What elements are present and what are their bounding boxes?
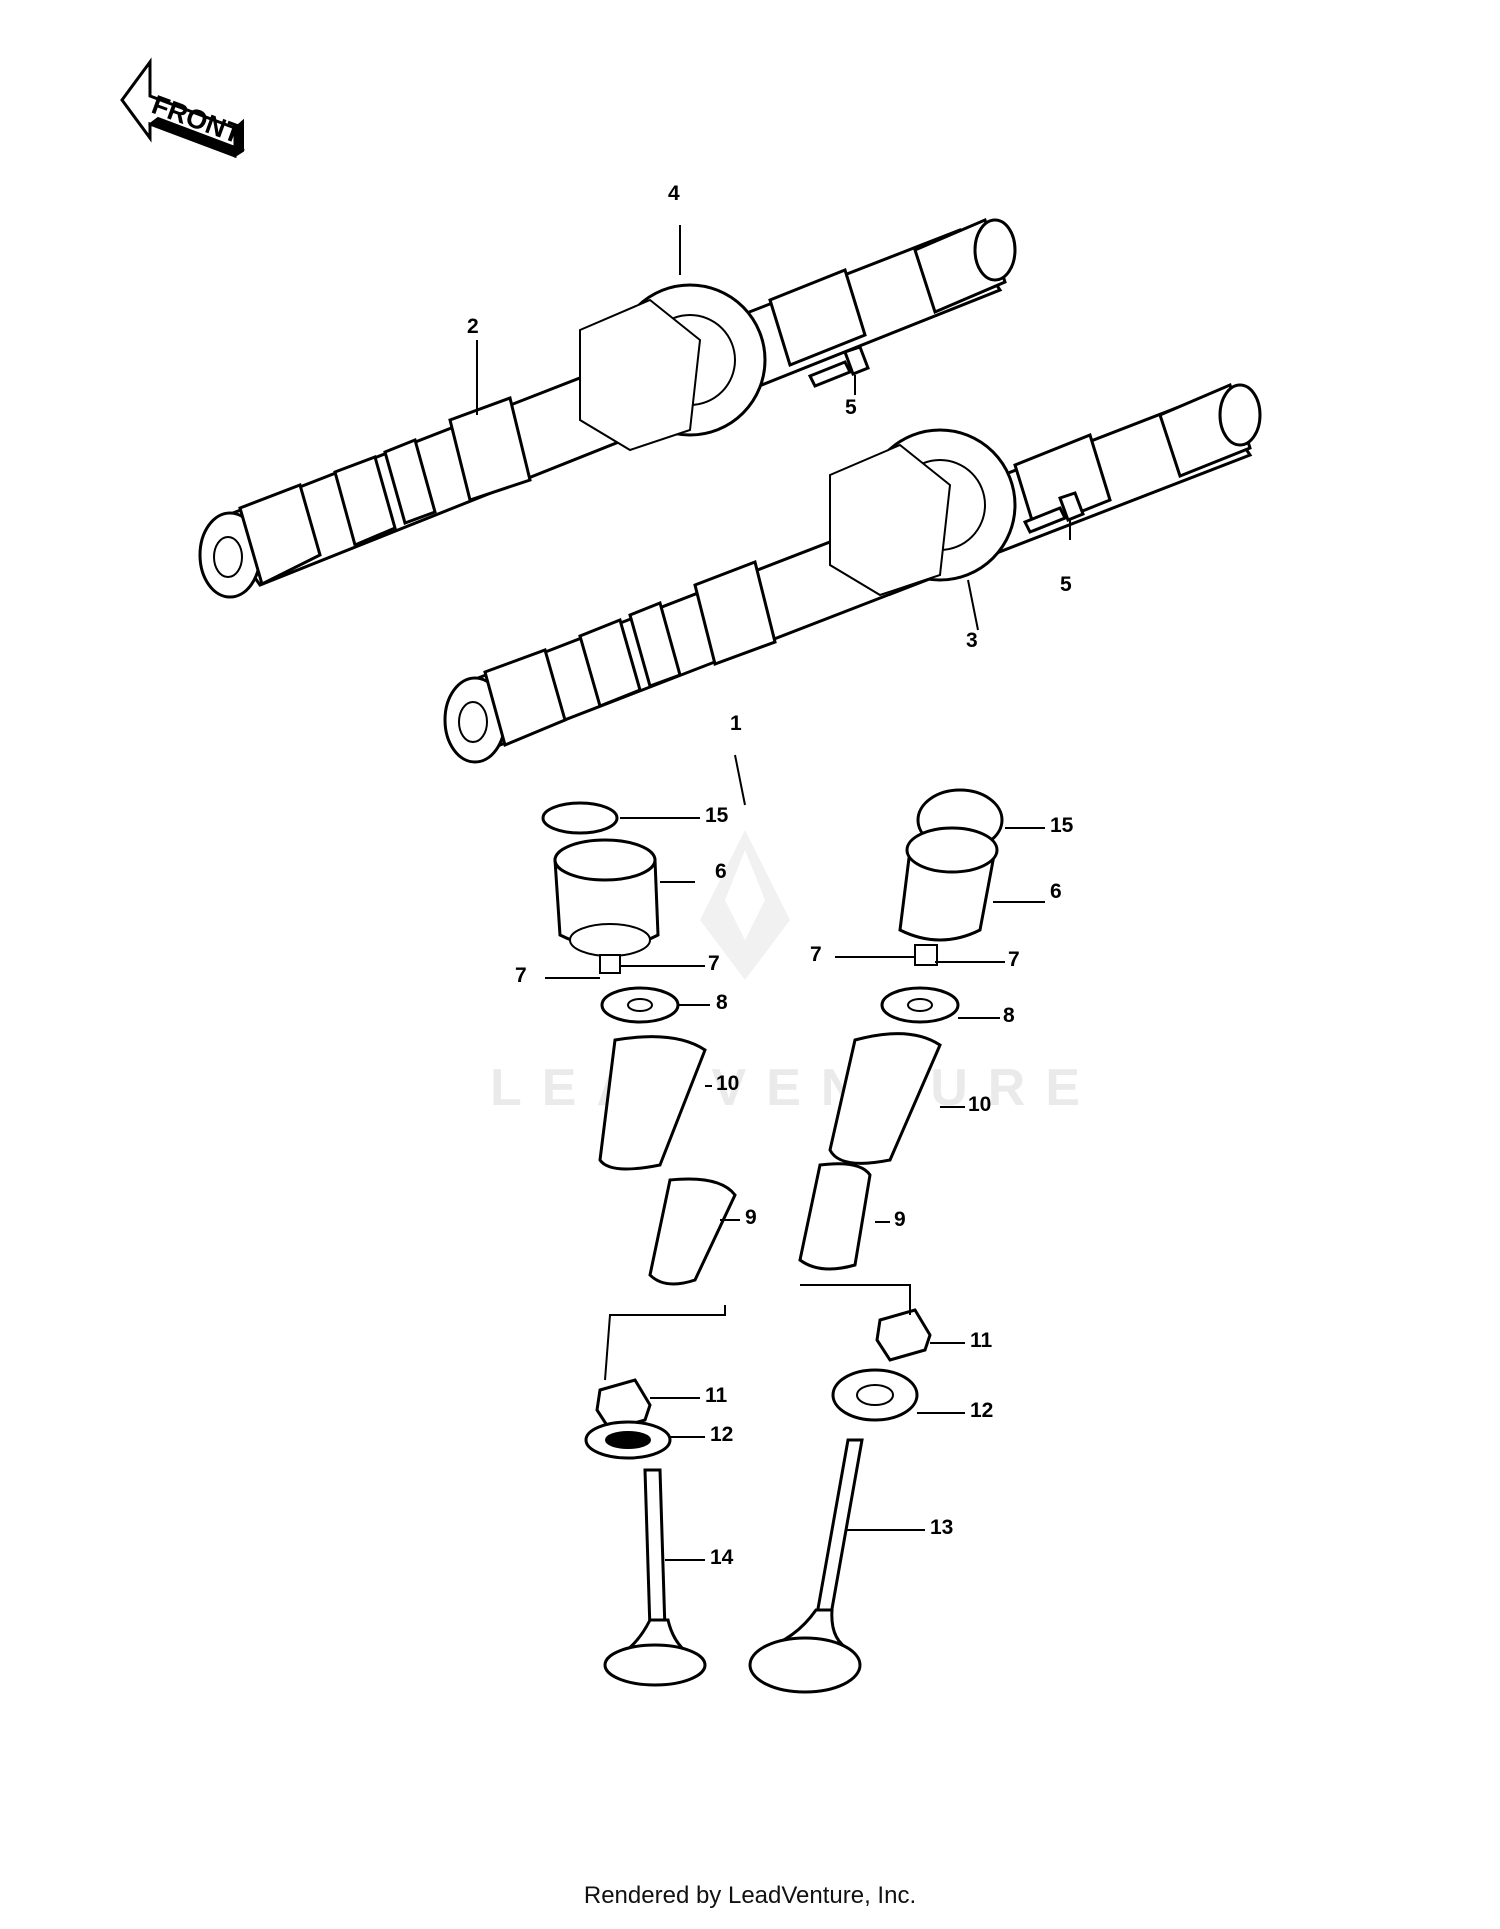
valve-assembly-right xyxy=(748,788,1004,1694)
stem-seal-left xyxy=(595,1378,652,1432)
bracket-left xyxy=(604,1305,726,1381)
valve-stem-left xyxy=(643,1468,667,1632)
callout-11a: 11 xyxy=(705,1384,728,1407)
bolt-upper xyxy=(807,345,870,388)
callout-7c: 7 xyxy=(810,943,822,966)
sprocket-upper xyxy=(579,283,767,452)
callout-8b: 8 xyxy=(1003,1004,1015,1027)
outer-spring-right xyxy=(828,1032,942,1165)
callout-9a: 9 xyxy=(745,1206,757,1229)
inner-spring-right xyxy=(798,1162,872,1271)
callout-15b: 15 xyxy=(1050,814,1074,837)
callout-11b: 11 xyxy=(970,1329,993,1352)
collet-right xyxy=(914,944,938,966)
callout-3: 3 xyxy=(966,629,978,652)
callout-6b: 6 xyxy=(1050,880,1062,903)
callout-15a: 15 xyxy=(705,804,729,827)
callout-8a: 8 xyxy=(716,991,728,1014)
sprocket-lower xyxy=(829,428,1017,597)
tappet-right xyxy=(898,848,997,942)
inner-spring-left xyxy=(648,1177,737,1286)
callout-7b: 7 xyxy=(708,952,720,975)
callout-14: 14 xyxy=(710,1546,734,1569)
callout-7a: 7 xyxy=(515,964,527,987)
callout-12a: 12 xyxy=(710,1423,733,1446)
watermark-text: LEADVENTURE xyxy=(490,1059,1100,1117)
callout-labels: 1 2 3 4 5 5 6 6 7 7 7 7 8 8 9 9 10 10 11… xyxy=(467,182,1074,1569)
callout-12b: 12 xyxy=(970,1399,993,1422)
callout-5a: 5 xyxy=(845,396,857,419)
callout-4: 4 xyxy=(668,182,680,205)
callout-1: 1 xyxy=(730,712,742,735)
callout-9b: 9 xyxy=(894,1208,906,1231)
footer-credit: Rendered by LeadVenture, Inc. xyxy=(583,1882,917,1909)
bolt-lower xyxy=(1022,491,1085,534)
front-arrow-icon: FRONT xyxy=(120,57,246,159)
outer-spring-left xyxy=(598,1035,707,1171)
callout-13: 13 xyxy=(930,1516,953,1539)
stem-seal-right xyxy=(875,1308,932,1362)
callout-10a: 10 xyxy=(716,1072,739,1095)
watermark: LEADVENTURE xyxy=(490,830,1100,1117)
callout-10b: 10 xyxy=(968,1093,991,1116)
valve-assembly-left xyxy=(541,801,737,1687)
leader-lines xyxy=(476,225,1071,1561)
callout-5b: 5 xyxy=(1060,573,1072,596)
callout-2: 2 xyxy=(467,315,479,338)
callout-6a: 6 xyxy=(715,860,727,883)
callout-7d: 7 xyxy=(1008,948,1020,971)
bracket-right xyxy=(800,1284,911,1315)
collet-left xyxy=(599,954,621,974)
shim-left xyxy=(541,801,619,835)
